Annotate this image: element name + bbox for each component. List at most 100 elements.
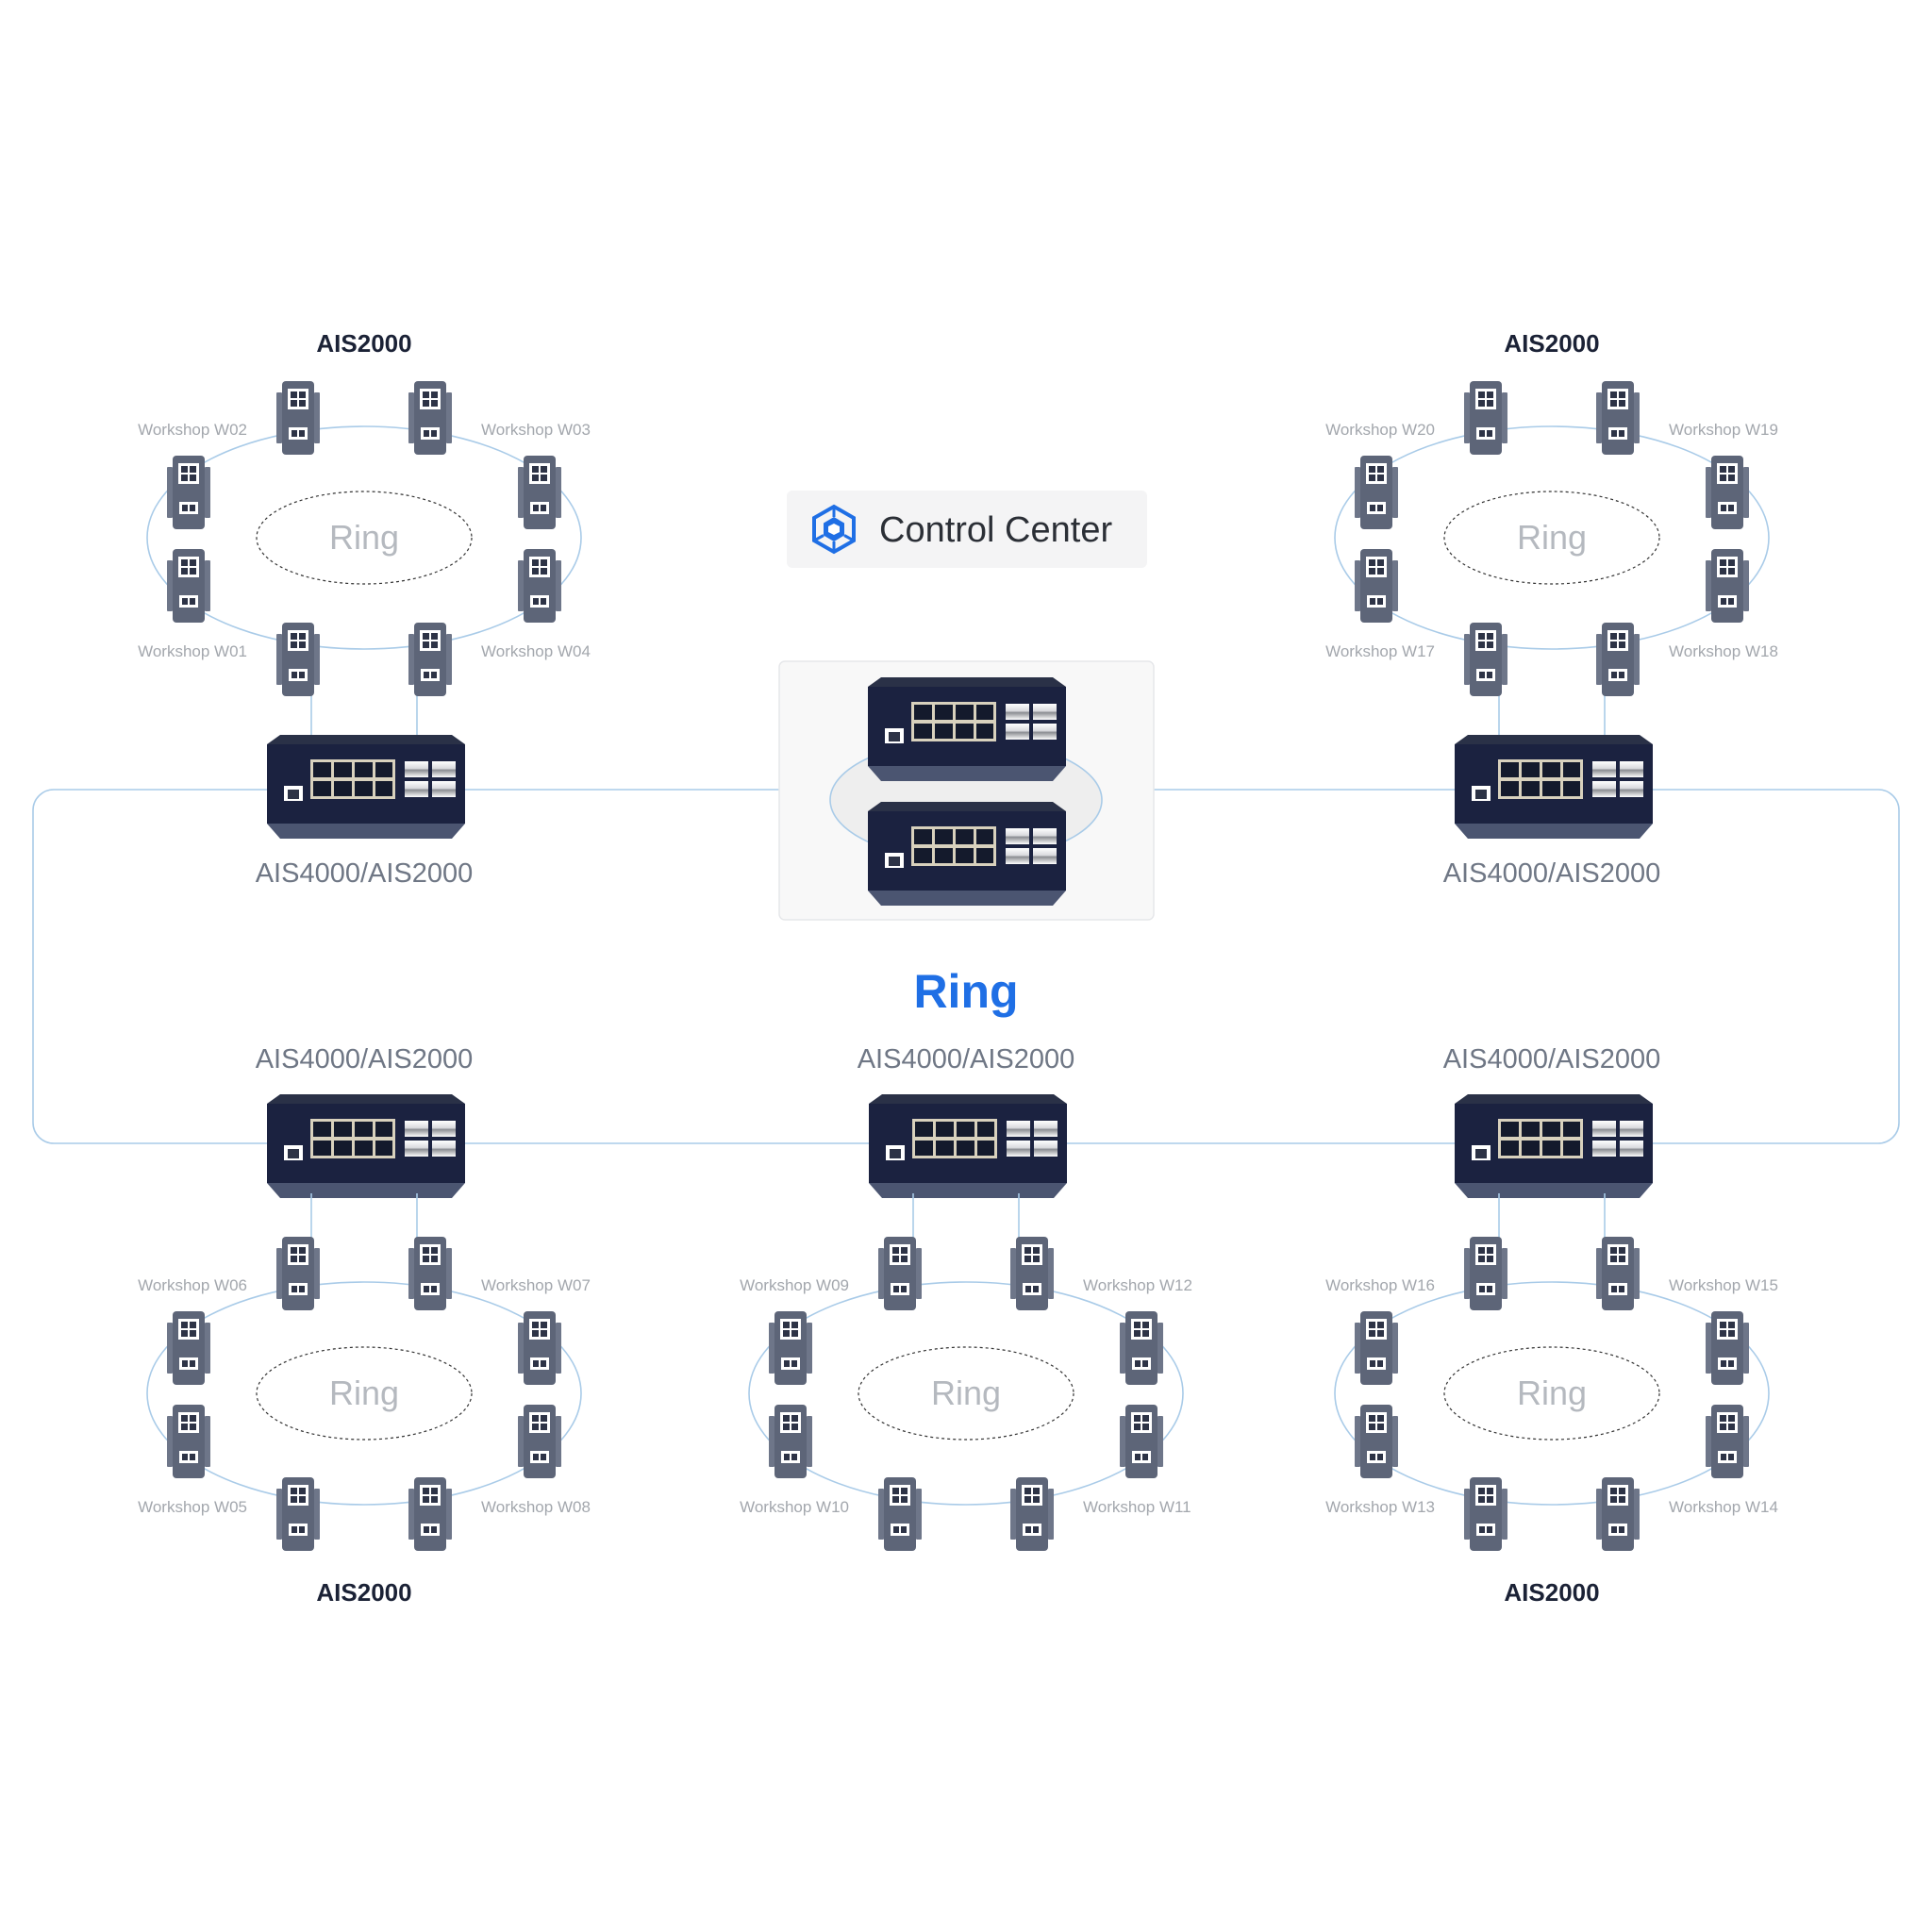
workshop-node: [1596, 1237, 1640, 1310]
workshop-label: Workshop W08: [481, 1498, 591, 1516]
workshop-node: [1706, 549, 1749, 623]
core-model-label: AIS4000/AIS2000: [1443, 858, 1661, 889]
group-bottom-right: AIS4000/AIS2000 Ring Workshop W16 Worksh…: [1325, 1044, 1778, 1607]
workshop-label: Workshop W18: [1669, 642, 1778, 660]
sub-ring-label: Ring: [1517, 1374, 1587, 1412]
workshop-node: [1596, 1477, 1640, 1551]
workshop-node: [878, 1237, 922, 1310]
sub-ring-inner: [1443, 491, 1660, 585]
workshop-node: [167, 549, 210, 623]
workshop-label: Workshop W05: [138, 1498, 247, 1516]
workshop-node: [1355, 456, 1398, 529]
workshop-node: [1464, 381, 1507, 455]
core-switch: [1455, 735, 1653, 839]
workshop-node: [167, 1311, 210, 1385]
workshop-label: Workshop W06: [138, 1276, 247, 1294]
control-center-panel: [778, 660, 1155, 921]
workshop-label: Workshop W17: [1325, 642, 1435, 660]
workshop-node: [408, 381, 452, 455]
workshop-node: [1596, 623, 1640, 696]
workshop-node: [408, 1237, 452, 1310]
sub-ring-line: [146, 1281, 582, 1506]
workshop-node: [1706, 1311, 1749, 1385]
workshop-node: [1464, 623, 1507, 696]
workshop-node: [1120, 1311, 1163, 1385]
workshop-node: [1464, 1237, 1507, 1310]
workshop-node: [518, 1311, 561, 1385]
workshop-node: [878, 1477, 922, 1551]
workshop-label: Workshop W14: [1669, 1498, 1778, 1516]
workshop-node: [1010, 1477, 1054, 1551]
workshop-node: [276, 1477, 320, 1551]
workshop-node: [276, 623, 320, 696]
workshop-label: Workshop W13: [1325, 1498, 1435, 1516]
sub-ring-model-label: AIS2000: [1504, 329, 1599, 358]
workshop-node: [1355, 1405, 1398, 1478]
group-bottom-left: AIS4000/AIS2000 Ring Workshop W06 Worksh…: [138, 1044, 591, 1607]
sub-ring-label: Ring: [931, 1374, 1001, 1412]
core-model-label: AIS4000/AIS2000: [858, 1044, 1075, 1074]
group-top-right: AIS2000 Ring Workshop W20 Workshop W19 W…: [1325, 329, 1778, 889]
workshop-node: [1706, 456, 1749, 529]
workshop-node: [167, 456, 210, 529]
workshop-label: Workshop W09: [740, 1276, 849, 1294]
workshop-node: [276, 1237, 320, 1310]
workshop-node: [518, 456, 561, 529]
sub-ring-inner: [256, 491, 473, 585]
sub-ring-line: [748, 1281, 1184, 1506]
core-switch: [1455, 1094, 1653, 1198]
workshop-node: [408, 1477, 452, 1551]
sub-ring-label: Ring: [329, 1374, 399, 1412]
workshop-node: [769, 1311, 812, 1385]
core-switch: [267, 1094, 465, 1198]
workshop-node: [769, 1405, 812, 1478]
core-model-label: AIS4000/AIS2000: [256, 858, 474, 889]
workshop-label: Workshop W02: [138, 421, 247, 439]
workshop-node: [1010, 1237, 1054, 1310]
core-switch-lower: [868, 802, 1066, 906]
workshop-label: Workshop W19: [1669, 421, 1778, 439]
workshop-node: [518, 549, 561, 623]
sub-ring-inner: [858, 1346, 1074, 1441]
workshop-label: Workshop W03: [481, 421, 591, 439]
workshop-label: Workshop W01: [138, 642, 247, 660]
group-top-left: AIS2000 Ring Workshop W02 Workshop W03 W…: [138, 329, 591, 889]
sub-ring-label: Ring: [329, 518, 399, 557]
sub-ring-model-label: AIS2000: [1504, 1578, 1599, 1607]
core-model-label: AIS4000/AIS2000: [1443, 1044, 1661, 1074]
workshop-label: Workshop W04: [481, 642, 591, 660]
workshop-label: Workshop W16: [1325, 1276, 1435, 1294]
control-center-label: Control Center: [879, 510, 1112, 550]
workshop-node: [1120, 1405, 1163, 1478]
workshop-node: [167, 1405, 210, 1478]
control-center-badge: Control Center: [787, 491, 1147, 568]
backbone-ring-title: Ring: [913, 965, 1018, 1018]
core-model-label: AIS4000/AIS2000: [256, 1044, 474, 1074]
sub-ring-line: [146, 425, 582, 650]
sub-ring-label: Ring: [1517, 518, 1587, 557]
workshop-node: [1355, 549, 1398, 623]
workshop-label: Workshop W07: [481, 1276, 591, 1294]
core-switch: [267, 735, 465, 839]
core-switch-upper: [868, 677, 1066, 781]
workshop-node: [1464, 1477, 1507, 1551]
sub-ring-line: [1334, 1281, 1770, 1506]
workshop-label: Workshop W10: [740, 1498, 849, 1516]
workshop-node: [408, 623, 452, 696]
workshop-node: [1355, 1311, 1398, 1385]
sub-ring-model-label: AIS2000: [316, 1578, 411, 1607]
sub-ring-inner: [1443, 1346, 1660, 1441]
workshop-label: Workshop W15: [1669, 1276, 1778, 1294]
workshop-node: [276, 381, 320, 455]
workshop-node: [1706, 1405, 1749, 1478]
workshop-label: Workshop W12: [1083, 1276, 1192, 1294]
cube-network-icon: [812, 504, 856, 555]
core-switch: [869, 1094, 1067, 1198]
sub-ring-line: [1334, 425, 1770, 650]
workshop-node: [518, 1405, 561, 1478]
workshop-label: Workshop W11: [1083, 1498, 1191, 1516]
workshop-label: Workshop W20: [1325, 421, 1435, 439]
sub-ring-model-label: AIS2000: [316, 329, 411, 358]
group-bottom-center: AIS4000/AIS2000 Ring Workshop W09 Worksh…: [740, 1044, 1192, 1551]
